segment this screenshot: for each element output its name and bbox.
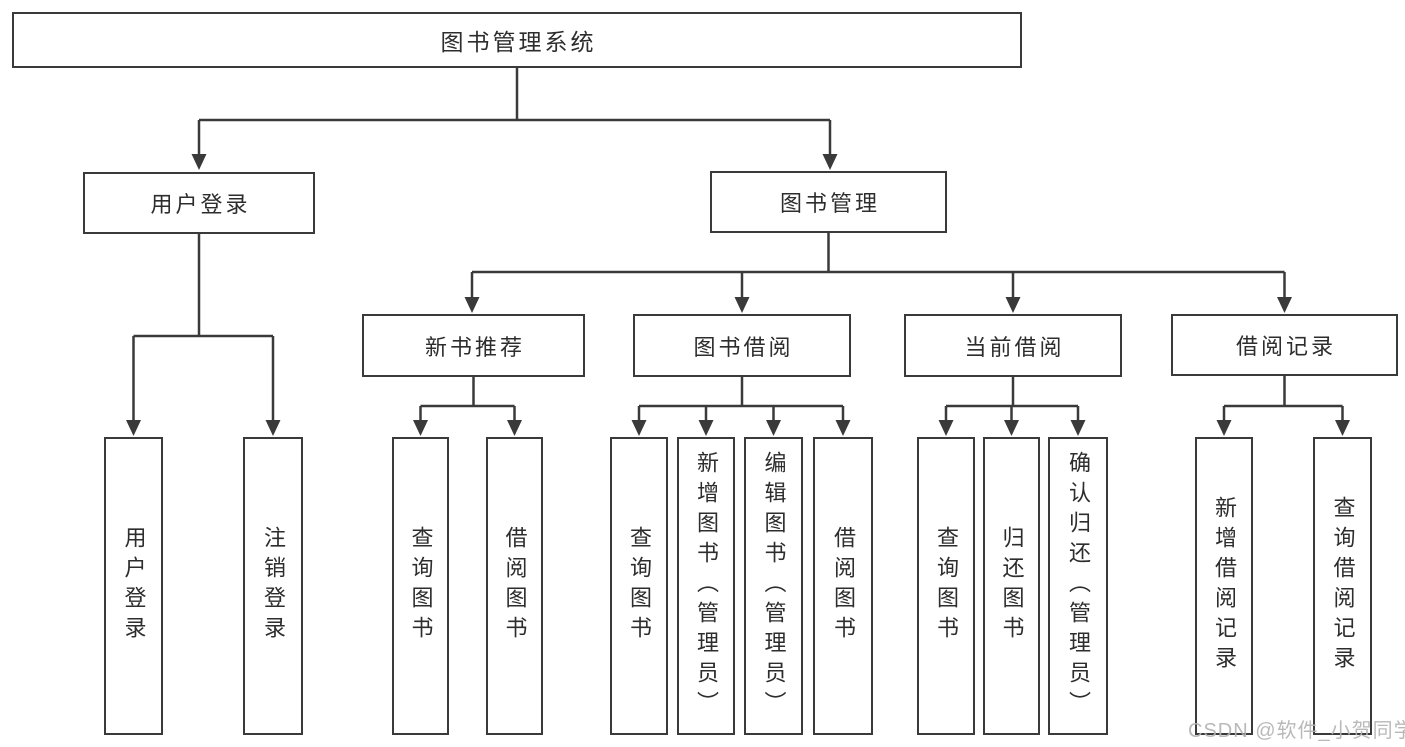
node-user-login: 用户登录 bbox=[83, 172, 315, 234]
node-book-management: 图书管理 bbox=[710, 171, 947, 233]
leaf-query-books-borrowing: 查询图书 bbox=[610, 437, 668, 735]
node-current-borrowing: 当前借阅 bbox=[904, 314, 1122, 377]
leaf-user-login: 用户登录 bbox=[104, 437, 163, 735]
leaf-logout: 注销登录 bbox=[243, 437, 303, 735]
leaf-query-borrow-record: 查询借阅记录 bbox=[1313, 437, 1372, 735]
leaf-confirm-return-admin: 确认归还（管理员） bbox=[1048, 437, 1108, 735]
leaf-edit-book-admin: 编辑图书（管理员） bbox=[744, 437, 803, 735]
node-library-management-system: 图书管理系统 bbox=[12, 12, 1022, 68]
node-book-borrowing: 图书借阅 bbox=[633, 314, 851, 377]
node-borrowing-records: 借阅记录 bbox=[1171, 314, 1398, 376]
leaf-borrow-books-recommend: 借阅图书 bbox=[486, 437, 543, 735]
csdn-watermark: CSDN @软件_小贺同学 bbox=[1188, 720, 1405, 742]
leaf-borrow-books: 借阅图书 bbox=[813, 437, 873, 735]
leaf-query-books-current: 查询图书 bbox=[917, 437, 975, 735]
node-new-book-recommend: 新书推荐 bbox=[362, 314, 585, 377]
leaf-add-book-admin: 新增图书（管理员） bbox=[677, 437, 735, 735]
leaf-query-books-recommend: 查询图书 bbox=[392, 437, 449, 735]
leaf-return-books: 归还图书 bbox=[983, 437, 1040, 735]
leaf-add-borrow-record: 新增借阅记录 bbox=[1195, 437, 1253, 735]
